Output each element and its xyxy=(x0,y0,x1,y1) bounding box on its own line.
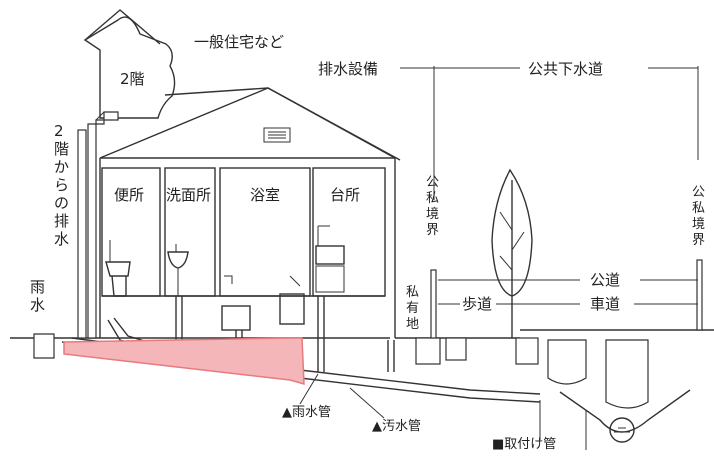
second-floor-drain-char: ら xyxy=(54,176,69,194)
kitchen-label: 台所 xyxy=(330,186,360,204)
rain-gutter-label: 雨水 xyxy=(30,278,45,314)
boundary-right-char: 公 xyxy=(692,185,705,200)
toilet-fixture xyxy=(105,240,131,297)
sink-fixture xyxy=(315,225,345,293)
second-floor-block xyxy=(83,9,176,119)
rain-downpipe xyxy=(87,111,119,339)
boundary-left-char: 私 xyxy=(426,191,439,206)
bathtub-fixture xyxy=(221,275,305,331)
public-sewer-label: 公共下水道 xyxy=(528,60,603,78)
drainage-facility-label: 排水設備 xyxy=(318,60,378,78)
sidewalk-label: 歩道 xyxy=(462,295,492,313)
second-floor-drain-char: 水 xyxy=(54,230,69,248)
sewage-pipe-label: ▲汚水管 xyxy=(372,419,421,434)
main-sewer xyxy=(559,389,691,443)
boundary-left-char: 公 xyxy=(426,175,439,190)
boundary-right-char: 私 xyxy=(692,201,705,216)
boundary-posts xyxy=(430,66,703,339)
bathroom-label: 浴室 xyxy=(250,186,280,204)
private-land-char: 私 xyxy=(406,285,419,300)
washroom-label: 洗面所 xyxy=(166,186,211,204)
second-floor-label: 2階 xyxy=(120,70,145,88)
dimension-lines xyxy=(400,67,698,305)
public-road-label: 公道 xyxy=(590,271,620,289)
private-land-label: 私有地 xyxy=(406,285,419,332)
second-floor-drain-char: か xyxy=(54,158,69,176)
rain-gutter-char: 水 xyxy=(30,296,45,314)
private-land-char: 有 xyxy=(406,301,419,316)
boundary-right-char: 界 xyxy=(692,233,705,248)
roadway-label: 車道 xyxy=(590,295,620,313)
second-floor-drain-char: の xyxy=(54,194,69,212)
street-tree xyxy=(491,168,533,338)
boundary-left-char: 境 xyxy=(426,207,439,222)
connection-pipe-label: ■取付け管 xyxy=(492,437,556,452)
house-roof xyxy=(99,87,401,161)
house-type-label: 一般住宅など xyxy=(194,33,284,51)
second-floor-drain-char: 2 xyxy=(54,122,64,140)
second-floor-drain-pipe xyxy=(77,129,87,339)
toilet-label: 便所 xyxy=(114,186,144,204)
washbasin-fixture xyxy=(167,244,189,296)
house-walls xyxy=(99,157,396,338)
rainwater-pipe-highlight xyxy=(63,337,305,386)
second-floor-drain-char: 階 xyxy=(54,140,69,158)
rain-gutter-char: 雨 xyxy=(30,278,45,296)
leader-lines xyxy=(299,373,587,450)
private-land-char: 地 xyxy=(406,317,419,332)
second-floor-drain-char: 排 xyxy=(54,212,69,230)
inspection-basins xyxy=(415,337,649,409)
boundary-left-char: 界 xyxy=(426,223,439,238)
boundary-right-char: 境 xyxy=(692,217,705,232)
rainwater-pipe-label: ▲雨水管 xyxy=(282,405,331,420)
